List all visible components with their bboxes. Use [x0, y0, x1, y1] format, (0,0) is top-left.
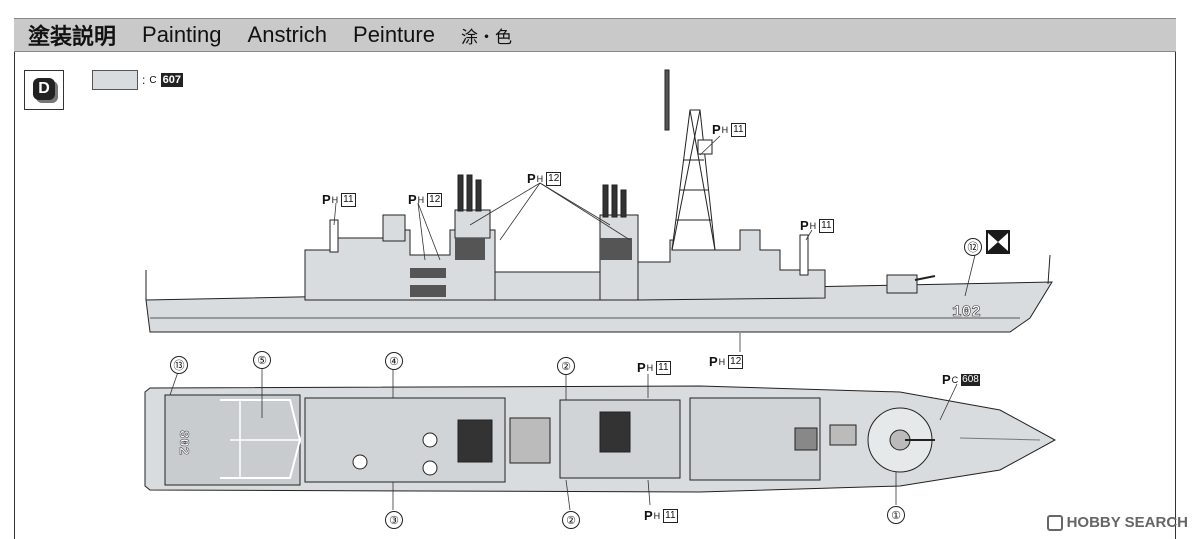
deck-number: 802: [175, 430, 191, 455]
aft-vls: [509, 417, 551, 464]
title-french: Peinture: [353, 22, 435, 47]
legend-sub: C: [149, 74, 157, 86]
plan-view: [144, 385, 1057, 493]
gun-turret: [886, 274, 918, 294]
hull-number: 102: [952, 303, 981, 321]
watermark-icon: [1046, 514, 1063, 531]
instruction-frame: [14, 52, 1176, 539]
step-badge: D: [24, 70, 64, 110]
instruction-header: 塗装説明 Painting Anstrich Peinture 涂・色: [14, 18, 1176, 52]
step-letter: D: [33, 78, 55, 100]
title-chinese: 涂・色: [460, 27, 512, 47]
leader-lines-plan: [169, 366, 958, 511]
callout-2-bottom: ②: [562, 511, 580, 529]
watermark-text: HOBBY SEARCH: [1066, 514, 1188, 531]
side-profile: [145, 69, 1053, 333]
signal-flag: [986, 230, 1010, 254]
title-english: Painting: [142, 22, 222, 47]
aft-stack: [454, 209, 491, 239]
callout-2-top: ②: [557, 357, 575, 375]
color-swatch: [92, 70, 138, 90]
callout-1: ①: [887, 506, 905, 524]
legend-code: 607: [160, 73, 183, 87]
callout-5: ⑤: [253, 351, 271, 369]
title-japanese: 塗装説明: [28, 24, 117, 49]
color-legend: : C 607: [92, 70, 183, 90]
callout-3: ③: [385, 511, 403, 529]
callout-13: ⑬: [170, 356, 188, 374]
hangar-roof: [304, 397, 506, 483]
watermark: HOBBY SEARCH: [1046, 514, 1188, 531]
legend-colon: :: [142, 73, 146, 87]
bridge-block: [637, 229, 826, 301]
title-german: Anstrich: [247, 22, 328, 47]
flag-callout: ⑫: [964, 238, 982, 256]
leader-lines-side: [333, 135, 976, 352]
fore-vls: [829, 424, 857, 446]
callout-4: ④: [385, 352, 403, 370]
